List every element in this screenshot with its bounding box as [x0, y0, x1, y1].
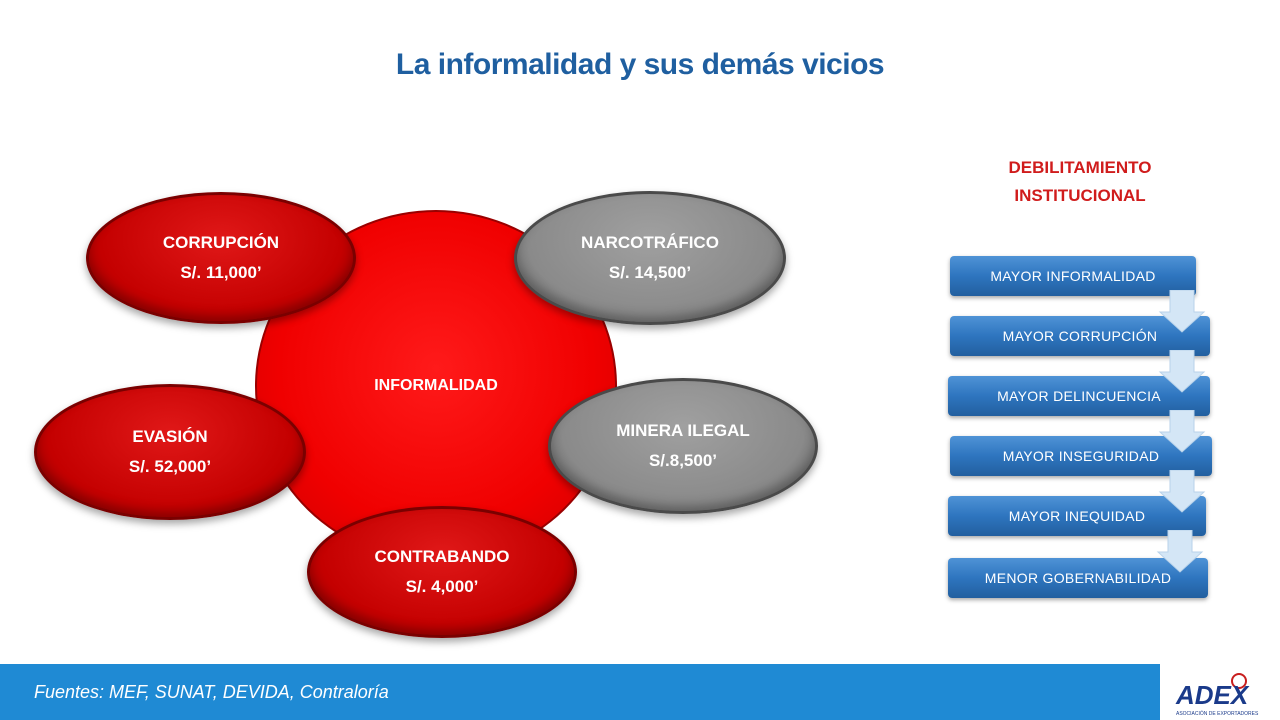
chain-step-3: MAYOR DELINCUENCIA: [948, 376, 1210, 416]
chain-arrow-3: [1158, 410, 1206, 453]
node-evasion-value: S/. 52,000’: [128, 457, 212, 476]
chain-arrow-5: [1156, 530, 1204, 573]
chain-step-4: MAYOR INSEGURIDAD: [950, 436, 1212, 476]
chain-arrow-2: [1158, 350, 1206, 393]
node-corrupcion: CORRUPCIÓN S/. 11,000’: [86, 192, 356, 324]
node-corrupcion-name: CORRUPCIÓN: [162, 233, 280, 252]
footer-bar: Fuentes: MEF, SUNAT, DEVIDA, Contraloría: [0, 664, 1160, 720]
node-evasion: EVASIÓN S/. 52,000’: [34, 384, 306, 520]
adex-logo-tagline: ASOCIACIÓN DE EXPORTADORES: [1176, 710, 1259, 717]
informalidad-label: INFORMALIDAD: [374, 377, 498, 394]
adex-logo-text: ADEX: [1175, 680, 1250, 710]
node-minera-ilegal: MINERA ILEGAL S/.8,500’: [548, 378, 818, 514]
debilitamiento-title-line2: INSTITUCIONAL: [1014, 186, 1146, 205]
node-narcotrafico-value: S/. 14,500’: [608, 263, 692, 282]
chain-step-1: MAYOR INFORMALIDAD: [950, 256, 1196, 296]
node-contrabando-value: S/. 4,000’: [405, 577, 479, 596]
adex-logo: ADEX ASOCIACIÓN DE EXPORTADORES: [1163, 664, 1280, 720]
footer-sources: Fuentes: MEF, SUNAT, DEVIDA, Contraloría: [34, 681, 389, 702]
chain-arrow-4: [1158, 470, 1206, 513]
node-minera-value: S/.8,500’: [648, 451, 718, 470]
node-evasion-name: EVASIÓN: [132, 427, 208, 446]
debilitamiento-title-line1: DEBILITAMIENTO: [1008, 158, 1152, 177]
node-minera-name: MINERA ILEGAL: [616, 421, 750, 440]
node-corrupcion-value: S/. 11,000’: [180, 263, 262, 282]
chain-step-6: MENOR GOBERNABILIDAD: [948, 558, 1208, 598]
node-narcotrafico-name: NARCOTRÁFICO: [581, 233, 719, 252]
chain-arrow-1: [1158, 290, 1206, 333]
debilitamiento-title: DEBILITAMIENTO INSTITUCIONAL: [960, 154, 1200, 210]
chain-step-2: MAYOR CORRUPCIÓN: [950, 316, 1210, 356]
node-narcotrafico: NARCOTRÁFICO S/. 14,500’: [514, 191, 786, 325]
page-title: La informalidad y sus demás vicios: [395, 48, 885, 81]
node-contrabando: CONTRABANDO S/. 4,000’: [307, 506, 577, 638]
node-contrabando-name: CONTRABANDO: [374, 547, 510, 566]
chain-step-5: MAYOR INEQUIDAD: [948, 496, 1206, 536]
